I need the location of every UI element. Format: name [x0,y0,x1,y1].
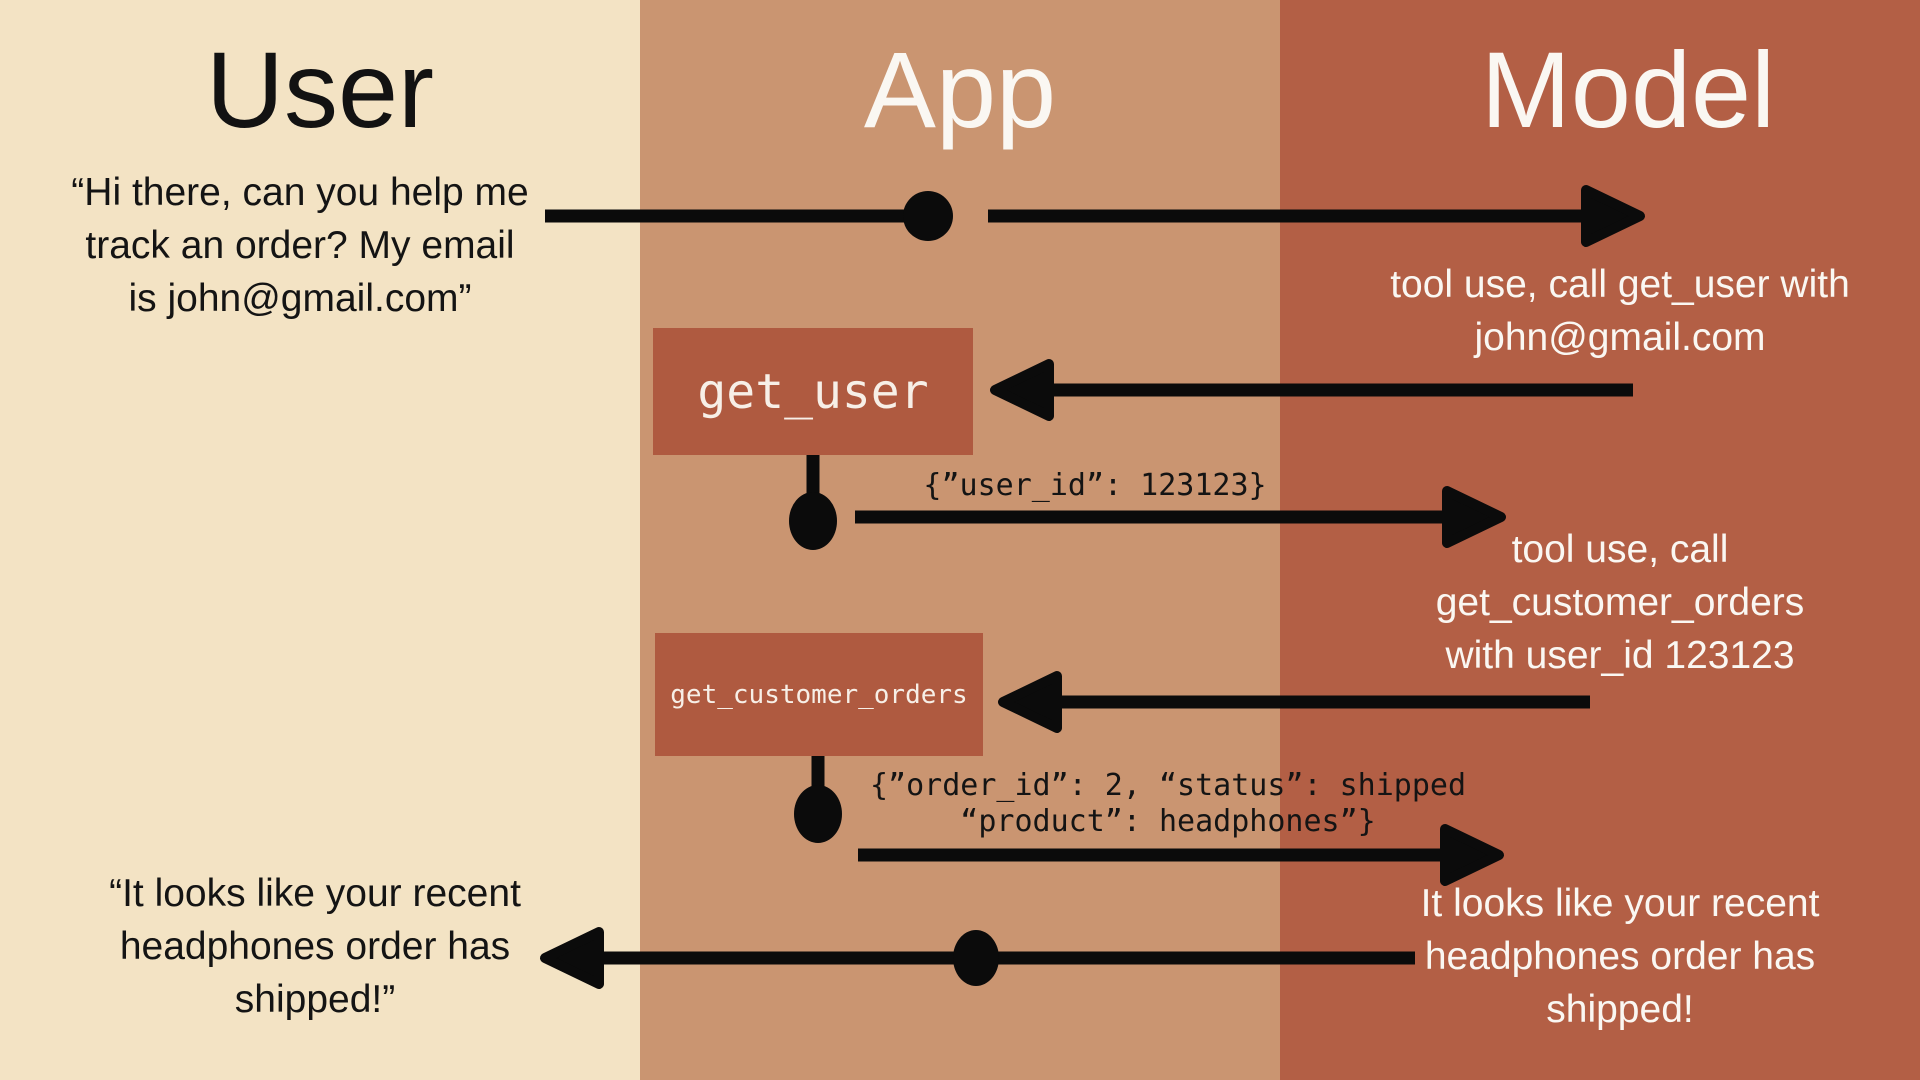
model-column: Model [1280,0,1920,1080]
model-tool-call-2-text: tool use, call get_customer_orders with … [1435,528,1805,677]
model-column-title: Model [1480,29,1776,150]
user-reply-message: “It looks like your recent headphones or… [109,872,521,1021]
app-column: App [640,0,1280,1080]
user-column-title: User [205,29,435,150]
get-user-tool-box: get_user [653,328,973,455]
user-request-message: “Hi there, can you help me track an orde… [71,171,529,320]
get-user-tool-label: get_user [697,363,929,420]
tool-result-2-label: {”order_id”: 2, “status”: shipped “produ… [869,768,1467,839]
model-tool-call-1-text: tool use, call get_user with john@gmail.… [1390,263,1850,359]
app-column-title: App [863,29,1057,150]
get-customer-orders-tool-label: get_customer_orders [670,679,968,710]
get-customer-orders-tool-box: get_customer_orders [655,633,983,756]
model-reply-text: It looks like your recent headphones ord… [1420,882,1820,1031]
user-column: User [0,0,640,1080]
tool-result-1-label: {”user_id”: 123123} [923,468,1267,503]
